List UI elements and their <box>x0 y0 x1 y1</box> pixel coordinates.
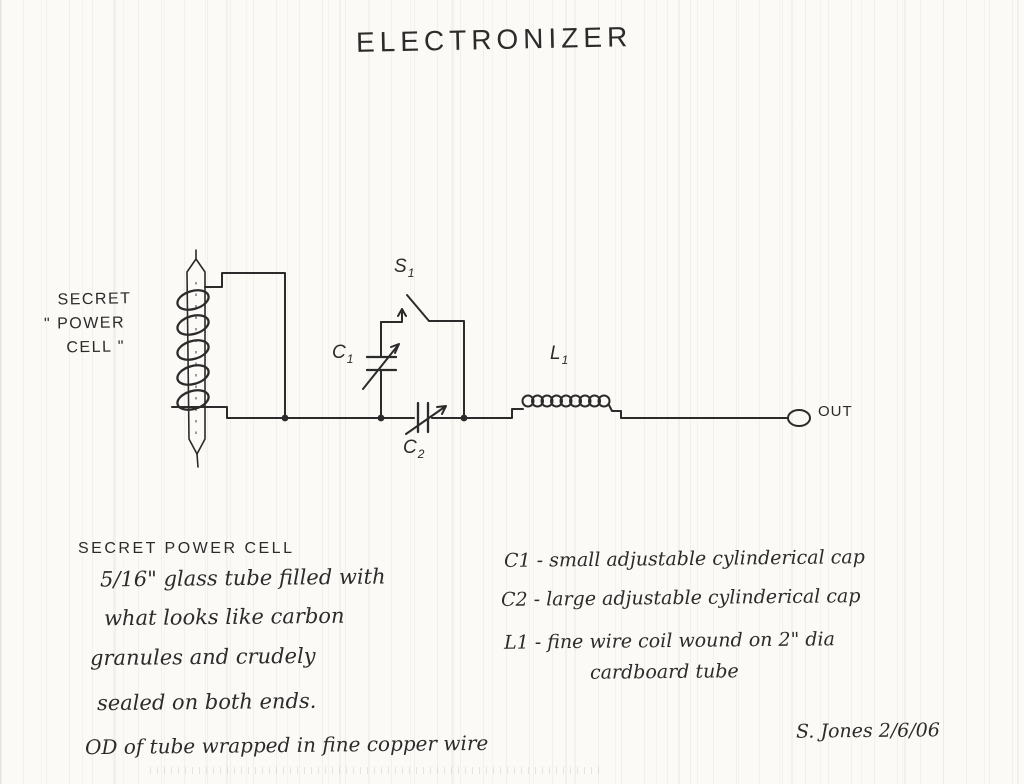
legend-line-l1: L1 - fine wire coil wound on 2" dia <box>503 628 836 654</box>
wire-bottom-bus-left <box>171 406 415 419</box>
out-terminal-circle <box>787 409 811 427</box>
scan-artifact-strip <box>150 767 602 774</box>
junction-dot <box>281 414 289 422</box>
c2-adjust-arrow <box>405 405 447 435</box>
notes-left-line: what looks like carbon <box>103 603 345 631</box>
capacitor-c1-symbol <box>362 321 400 419</box>
capacitor-c2-symbol <box>405 401 447 435</box>
junction-dot <box>377 414 385 422</box>
c2-letter: C <box>403 437 418 458</box>
legend-line-c1: C1 - small adjustable cylinderical cap <box>503 546 865 572</box>
c1-letter: C <box>332 342 347 363</box>
wire-bus-to-coil <box>431 408 524 419</box>
power-cell-callout-line2: " POWER <box>43 314 126 333</box>
c1-plates <box>365 355 398 372</box>
capacitor-c1-label: C1 <box>332 342 354 366</box>
c1-subscript: 1 <box>346 351 355 366</box>
power-cell-symbol <box>176 249 210 468</box>
glass-tube-outline <box>186 258 206 455</box>
notes-left-line: sealed on both ends. <box>96 688 317 716</box>
cell-coil-winding <box>176 289 210 411</box>
legend-line-l1-cont: cardboard tube <box>589 660 739 684</box>
c1-adjust-arrow <box>362 343 400 390</box>
power-cell-callout-line3: CELL " <box>66 338 126 357</box>
c2-plates <box>416 401 430 434</box>
s1-right-lead <box>428 320 465 419</box>
notes-left-line: 5/16" glass tube filled with <box>99 564 386 592</box>
junction-dot <box>460 414 468 422</box>
power-cell-callout-line1: SECRET <box>57 290 132 309</box>
inductor-l1-label: L1 <box>550 343 569 367</box>
s1-blade <box>406 294 430 322</box>
l1-subscript: 1 <box>561 352 570 367</box>
switch-s1-symbol <box>380 294 465 419</box>
notes-left-heading: SECRET POWER CELL <box>78 540 295 557</box>
l1-letter: L <box>550 343 562 364</box>
junction-dots <box>281 414 468 422</box>
s1-subscript: 1 <box>407 265 416 280</box>
wire-coil-to-out <box>608 404 789 419</box>
notes-left-line: OD of tube wrapped in fine copper wire <box>84 730 489 760</box>
out-terminal-label: OUT <box>818 403 853 420</box>
legend-line-c2: C2 - large adjustable cylinderical cap <box>500 585 861 611</box>
notes-left-line: granules and crudely <box>89 643 316 671</box>
switch-s1-label: S1 <box>394 256 415 280</box>
s1-left-contact-arrow <box>380 308 407 323</box>
tube-bottom-stem <box>196 453 199 468</box>
wires <box>171 272 789 419</box>
c2-subscript: 2 <box>417 446 426 461</box>
signature: S. Jones 2/6/06 <box>795 719 941 743</box>
power-cell-callout: SECRET " POWER CELL " <box>43 287 132 361</box>
s1-letter: S <box>394 256 408 277</box>
wire-top-tap <box>204 272 286 419</box>
capacitor-c2-label: C2 <box>403 437 425 461</box>
inductor-l1-symbol <box>521 394 611 408</box>
